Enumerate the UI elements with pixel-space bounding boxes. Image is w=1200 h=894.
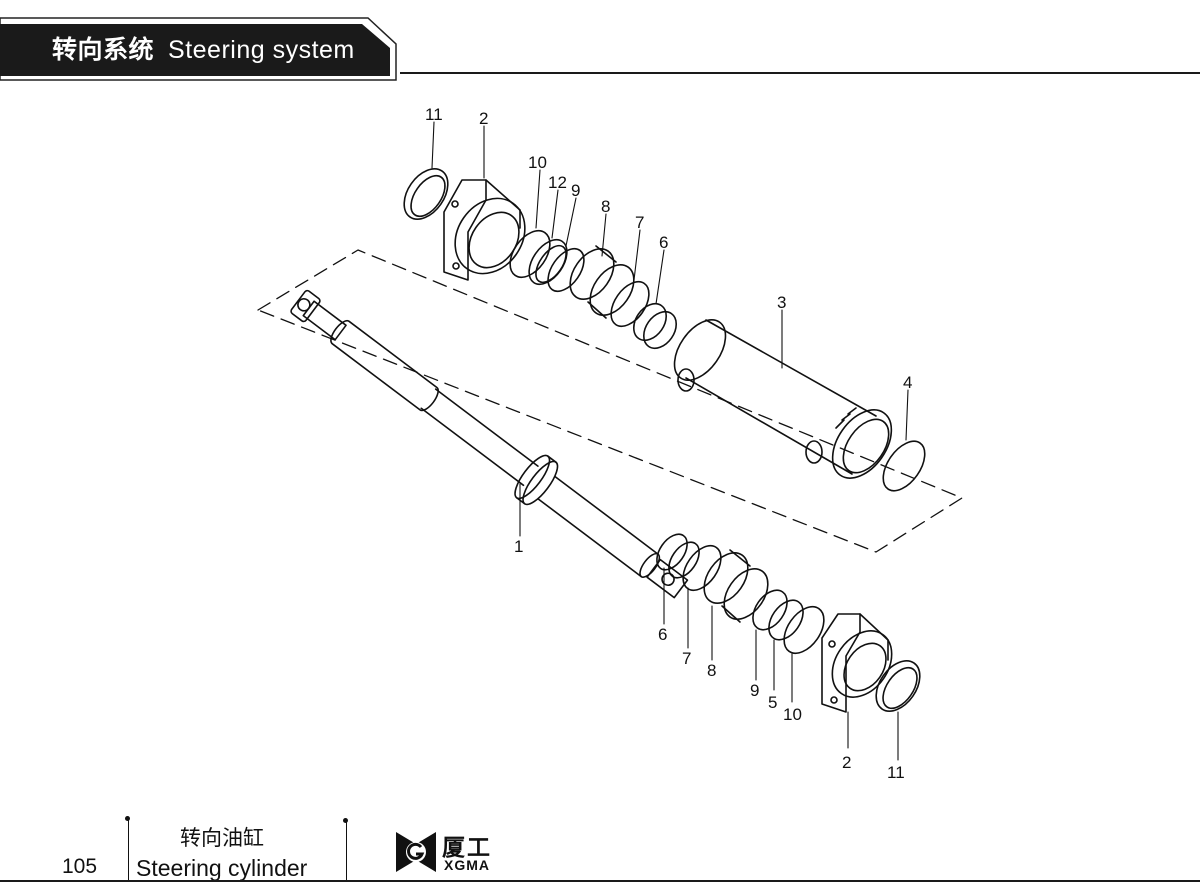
page-number: 105 (62, 855, 98, 878)
callout-8-bottom: 8 (707, 661, 716, 680)
gland-bottom (821, 613, 893, 713)
brand-name-en: XGMA (444, 857, 490, 873)
section-header-tab (0, 17, 397, 81)
callout-10-top: 10 (528, 153, 547, 172)
ring-7-top (610, 280, 650, 328)
callout-9-top: 9 (571, 181, 580, 200)
guide-sleeve-8-top (569, 245, 635, 319)
seal-9-bottom (752, 589, 788, 631)
footer-separator-right (343, 818, 348, 880)
callout-3: 3 (777, 293, 786, 312)
part-title-cn: 转向油缸 (180, 826, 264, 850)
brand-name-cn: 厦工 (442, 835, 492, 861)
callout-9-bottom: 9 (750, 681, 759, 700)
seal-10-top (509, 230, 551, 278)
assembly-group-frame (257, 249, 963, 553)
callout-6-bottom: 6 (658, 625, 667, 644)
cylinder-barrel-3 (673, 319, 893, 479)
callout-4: 4 (903, 373, 912, 392)
gland-top (443, 179, 526, 281)
header-rule (400, 72, 1200, 74)
seal-9-top (547, 247, 585, 293)
seal-10-bottom (783, 606, 825, 654)
callout-2-bottom: 2 (842, 753, 851, 772)
ring-7-bottom (682, 544, 722, 592)
part-title-en: Steering cylinder (136, 855, 308, 881)
bushing-6-bottom (656, 533, 700, 579)
callout-7-bottom: 7 (682, 649, 691, 668)
oring-11-bottom (875, 660, 921, 712)
callout-5-bottom: 5 (768, 693, 777, 712)
callout-11-top: 11 (425, 105, 443, 124)
section-title: 转向系统 Steering system (52, 30, 355, 66)
callout-8-top: 8 (601, 197, 610, 216)
bushing-6-top (632, 302, 678, 350)
guide-sleeve-8-bottom (703, 549, 769, 623)
callout-10-bottom: 10 (783, 705, 802, 724)
section-title-cn: 转向系统 (52, 35, 155, 64)
callout-12-top: 12 (548, 173, 567, 192)
xgma-logo-icon (396, 832, 436, 872)
oring-11-top (403, 168, 449, 220)
callout-1: 1 (514, 537, 523, 556)
section-title-en: Steering system (168, 36, 355, 64)
callout-2-top: 2 (479, 109, 488, 128)
callout-7-top: 7 (635, 213, 644, 232)
piston-rod (290, 289, 689, 599)
footer-rule (0, 880, 1200, 882)
callout-6-top: 6 (659, 233, 668, 252)
callout-11-bottom: 11 (887, 763, 905, 782)
footer-separator-left (125, 816, 130, 880)
ring-4 (882, 440, 926, 492)
seal-5-bottom (768, 599, 804, 641)
